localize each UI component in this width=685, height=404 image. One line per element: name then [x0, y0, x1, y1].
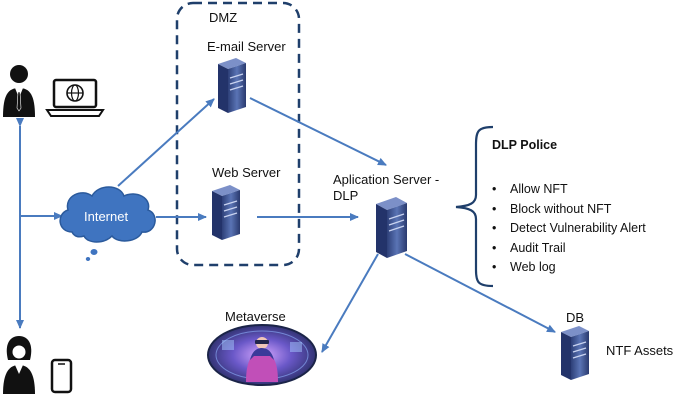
policy-item: Detect Vulnerability Alert [492, 219, 646, 239]
email-server-label: E-mail Server [207, 39, 286, 54]
cloud-icon [59, 186, 156, 261]
dmz-zone [175, 1, 301, 267]
internet-to-email-arrow [117, 98, 215, 187]
app-server-label-line1: Aplication Server - [333, 172, 440, 187]
web-server-label: Web Server [212, 165, 281, 180]
db-label: DB [566, 310, 585, 325]
email-server-icon [218, 58, 246, 113]
web-server-icon [212, 185, 240, 240]
policy-item: Block without NFT [492, 200, 646, 220]
app-to-metaverse-arrow [321, 253, 379, 353]
dmz-label: DMZ [209, 10, 238, 25]
app-server-icon [376, 197, 407, 258]
connections [16, 97, 556, 353]
male-user-icon [3, 65, 35, 117]
dlp-policy-list: Allow NFT Block without NFT Detect Vulne… [492, 180, 646, 278]
female-user-icon [3, 336, 35, 394]
app-to-db-arrow [404, 253, 556, 333]
dlp-policy-title: DLP Police [492, 138, 558, 152]
email-to-app-arrow [249, 97, 387, 166]
policy-brace [455, 125, 494, 288]
internet-label: Internet [84, 209, 129, 224]
app-server-label-line2: DLP [333, 188, 359, 203]
ntf-assets-label: NTF Assets [606, 343, 674, 358]
smartphone-icon [50, 358, 73, 394]
metaverse-label: Metaverse [225, 309, 286, 324]
policy-item: Web log [492, 258, 646, 278]
metaverse-image [207, 324, 317, 386]
policy-item: Allow NFT [492, 180, 646, 200]
db-server-icon [561, 326, 589, 380]
policy-item: Audit Trail [492, 239, 646, 259]
laptop-globe-icon [45, 78, 105, 117]
